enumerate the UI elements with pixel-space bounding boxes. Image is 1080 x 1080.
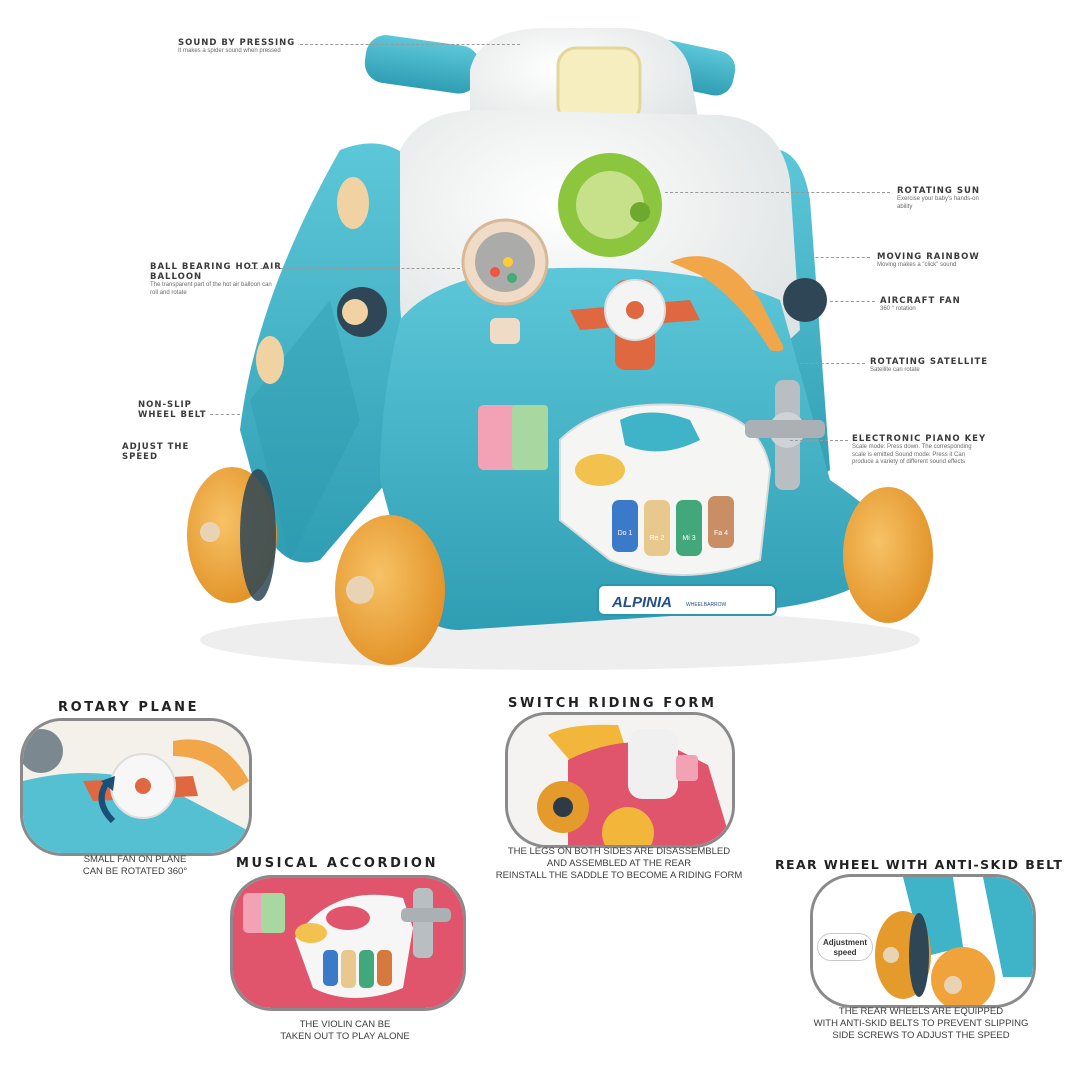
callout-rainbow: MOVING RAINBOW Moving makes a "click" so… [877,252,980,270]
callout-satellite-title: ROTATING SATELLITE [870,357,989,367]
rear-wheel-panel: Adjustment speed [810,874,1036,1008]
leader-fan [830,301,875,302]
rotary-plane-caption: SMALL FAN ON PLANE CAN BE ROTATED 360° [60,854,210,878]
front-wheel-left [335,515,445,665]
handlebar-left [364,35,481,94]
leader-sun [665,192,890,193]
piano-key-label-3: Mi 3 [682,535,695,542]
callout-sun-sub: Exercise your baby's hands-on ability [897,196,979,210]
switch-caption-line-3: REINSTALL THE SADDLE TO BECOME A RIDING … [495,870,743,881]
switch-riding-image [508,715,732,845]
leader-sound [300,44,520,45]
musical-accordion-panel [230,875,466,1011]
callout-speed-title: ADJUST THE SPEED [122,442,190,462]
callout-belt: NON-SLIP WHEEL BELT [138,400,213,420]
callout-piano-title: ELECTRONIC PIANO KEY [852,434,987,444]
rotary-caption-line-1: SMALL FAN ON PLANE [83,854,187,865]
callout-rainbow-title: MOVING RAINBOW [877,252,980,262]
callout-satellite-sub: Satellite can rotate [870,367,920,373]
badge-line-2: speed [833,948,857,957]
adjustment-speed-badge: Adjustment speed [817,933,873,961]
callout-fan-title: AIRCRAFT FAN [880,296,961,306]
callout-sound-sub: It makes a spider sound when pressed [178,48,281,54]
leader-satellite [800,363,865,364]
piano-key-label-4: Fa 4 [714,530,728,537]
walker-product-image: Do 1 Re 2 Mi 3 Fa 4 ALPINIA WHEELBARROW [187,27,933,670]
musical-accordion-title: MUSICAL ACCORDION [236,856,439,871]
callout-sun-title: ROTATING SUN [897,186,980,196]
brand-plate [597,584,777,616]
rotary-plane-image [23,721,249,853]
callout-balloon-title: BALL BEARING HOT AIR BALLOON [150,262,282,282]
rear-caption-line-1: THE REAR WHEELS ARE EQUIPPED [838,1006,1004,1017]
piano-keys [612,496,734,556]
callout-fan-sub: 360 ° rotation [880,306,916,312]
accordion-caption-line-1: THE VIOLIN CAN BE [299,1019,391,1030]
rear-wheel-caption: THE REAR WHEELS ARE EQUIPPED WITH ANTI-S… [796,1006,1046,1042]
callout-speed: ADJUST THE SPEED [122,442,192,462]
switch-riding-title: SWITCH RIDING FORM [508,696,717,711]
rear-wheel-title: REAR WHEEL WITH ANTI-SKID BELT [775,857,1064,872]
piano-key-label-2: Re 2 [650,535,665,542]
switch-riding-panel [505,712,735,848]
rear-caption-line-3: SIDE SCREWS TO ADJUST THE SPEED [832,1030,1010,1041]
brand-sub: WHEELBARROW [686,602,727,608]
leader-balloon [250,268,460,269]
rotary-plane-panel [20,718,252,856]
callout-sound: SOUND BY PRESSING It makes a spider soun… [178,38,295,56]
brand-name: ALPINIA [611,594,672,611]
satellite-toy [745,380,825,490]
rotating-sun [558,153,662,257]
leader-rainbow [800,257,870,258]
piano-key-label-1: Do 1 [618,530,633,537]
callout-rainbow-sub: Moving makes a "click" sound [877,262,957,268]
aircraft-fan [570,279,700,370]
leader-belt [210,414,240,415]
sound-button [556,46,642,125]
rear-caption-line-2: WITH ANTI-SKID BELTS TO PREVENT SLIPPING [813,1018,1029,1029]
callout-fan: AIRCRAFT FAN 360 ° rotation [880,296,961,314]
callout-sun: ROTATING SUN Exercise your baby's hands-… [897,186,992,211]
rotary-caption-line-2: CAN BE ROTATED 360° [82,866,188,877]
switch-riding-caption: THE LEGS ON BOTH SIDES ARE DISASSEMBLED … [480,846,758,882]
callout-sound-title: SOUND BY PRESSING [178,38,296,48]
callout-balloon: BALL BEARING HOT AIR BALLOON The transpa… [150,262,285,297]
callout-satellite: ROTATING SATELLITE Satellite can rotate [870,357,988,375]
callout-balloon-sub: The transparent part of the hot air ball… [150,282,272,296]
badge-line-1: Adjustment [823,938,867,947]
callout-piano-sub: Scale mode: Press down. The correspondin… [852,444,972,465]
callout-piano: ELECTRONIC PIANO KEY Scale mode: Press d… [852,434,992,467]
musical-accordion-caption: THE VIOLIN CAN BE TAKEN OUT TO PLAY ALON… [270,1019,420,1043]
hot-air-balloon [461,218,549,344]
musical-accordion-image [233,878,463,1008]
front-wheel-right [843,487,933,623]
rear-wheel-left [187,467,277,603]
switch-caption-line-1: THE LEGS ON BOTH SIDES ARE DISASSEMBLED [507,846,731,857]
switch-caption-line-2: AND ASSEMBLED AT THE REAR [546,858,692,869]
rotary-plane-title: ROTARY PLANE [58,700,200,715]
callout-belt-title: NON-SLIP WHEEL BELT [138,400,207,420]
moving-rainbow [670,256,784,352]
leader-piano [790,440,848,441]
accordion-caption-line-2: TAKEN OUT TO PLAY ALONE [280,1031,410,1042]
